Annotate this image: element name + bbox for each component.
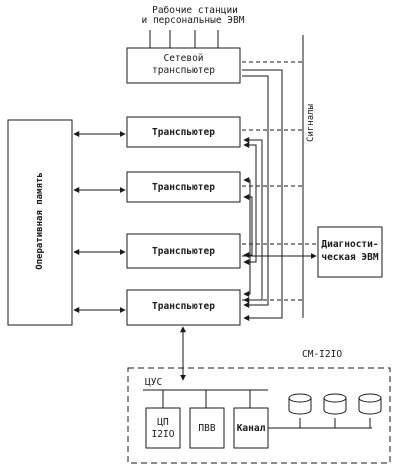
io-box	[189, 407, 225, 449]
network-transputer-line-2: транспьютер	[152, 65, 215, 76]
memory-box	[7, 119, 73, 326]
transputer-label-3: Транспьютер	[152, 246, 215, 257]
header-line-1: Рабочие станции	[152, 5, 238, 16]
cpu-line-1: ЦП	[157, 417, 169, 428]
memory-label: Оперативная память	[35, 172, 45, 270]
transputer-label-1: Транспьютер	[152, 127, 215, 138]
network-transputer-line-1: Сетевой	[163, 53, 204, 64]
cpu-line-2: I2IO	[151, 429, 175, 440]
link-d	[243, 177, 251, 297]
diagnostic-box	[317, 226, 383, 278]
system-title: СМ-I2IO	[302, 349, 343, 360]
link-net-down	[242, 75, 269, 308]
channel-label: Канал	[236, 423, 266, 434]
diagnostic-line-2: ческая ЭВМ	[321, 252, 379, 263]
disk-icon-3	[358, 393, 382, 415]
transputer-box-2	[126, 171, 241, 203]
link-net-left	[242, 69, 283, 321]
disk-icon-1	[288, 393, 312, 415]
diagnostic-line-1: Диагности-	[321, 239, 379, 250]
bus-label: ЦУС	[145, 377, 163, 388]
cpu-box	[145, 407, 181, 449]
disk-icon-2	[323, 393, 347, 415]
transputer-label-2: Транспьютер	[152, 182, 215, 193]
transputer-box-1	[126, 116, 241, 148]
transputer-label-4: Транспьютер	[152, 301, 215, 312]
network-transputer-box	[126, 47, 241, 84]
signals-label: Сигналы	[306, 104, 316, 142]
link-a	[243, 137, 263, 303]
header-line-2: и персональные ЭВМ	[141, 15, 245, 26]
io-processor-label: ПВВ	[198, 423, 216, 434]
sm-enclosure	[127, 367, 391, 464]
transputer-box-3	[126, 233, 241, 269]
transputer-box-4	[126, 289, 241, 326]
link-c	[243, 194, 253, 258]
